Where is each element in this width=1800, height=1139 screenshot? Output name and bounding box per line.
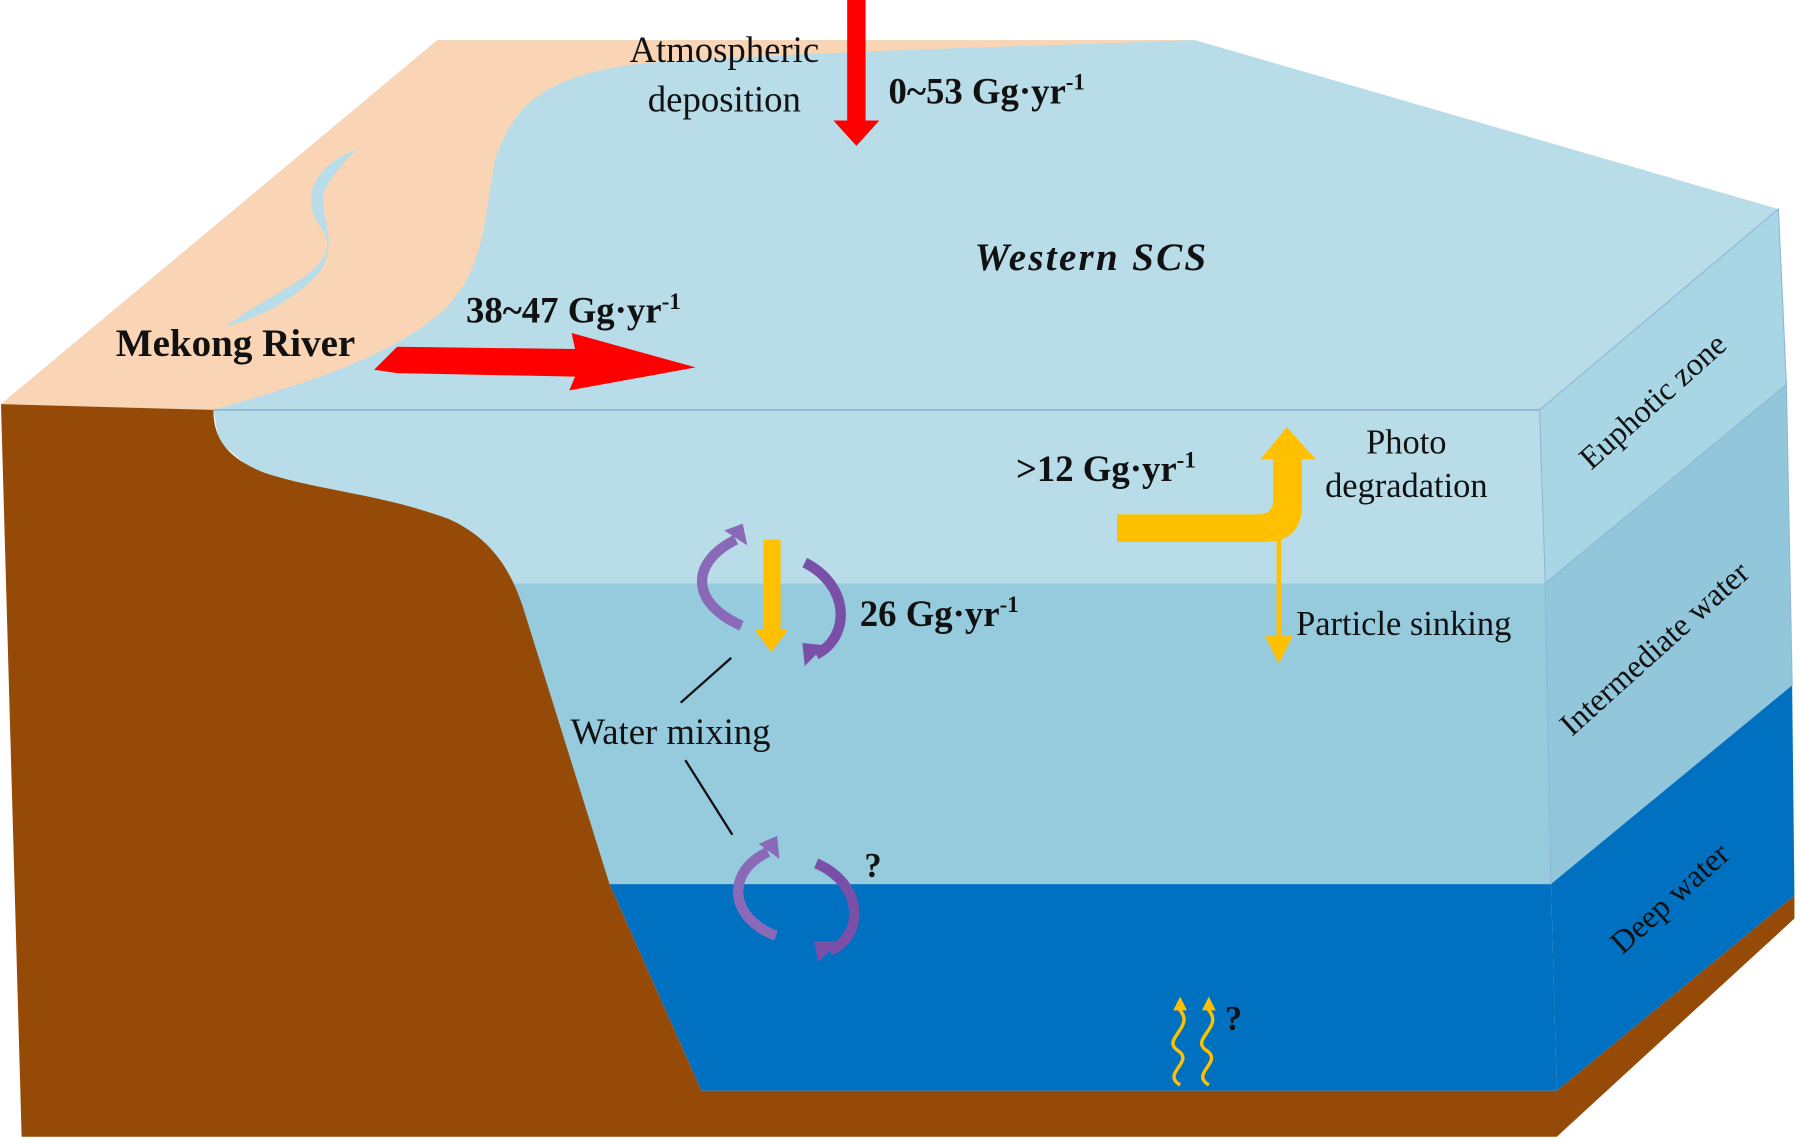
water-mixing-leader-lower (684, 759, 734, 836)
mixing-flux-down-arrow (754, 539, 789, 653)
continental-slope (0, 404, 1795, 1137)
atmospheric-label: Atmospheric (629, 29, 819, 70)
photo-label: Photo (1366, 424, 1446, 462)
river-input-arrow (374, 332, 696, 391)
mixing-flux-label: 26 Gg·yr-1 (860, 592, 1019, 634)
particle-sinking-label: Particle sinking (1296, 605, 1511, 643)
river-flux-label: 38~47 Gg·yr-1 (466, 289, 681, 331)
seafloor-upward-wavy-arrows (1171, 996, 1216, 1087)
river-channel (224, 149, 357, 328)
photodegradation-arrow (1117, 427, 1316, 542)
deep-water-side (1551, 685, 1795, 1091)
degradation-label: degradation (1325, 467, 1488, 505)
atmospheric-flux-label: 0~53 Gg·yr-1 (889, 70, 1085, 112)
mekong-river-label: Mekong River (116, 322, 355, 365)
water-mixing-leader-upper (679, 657, 732, 704)
atmospheric-deposition-arrow (833, 0, 880, 146)
deposition-label: deposition (648, 78, 801, 119)
water-mixing-label: Water mixing (570, 711, 770, 752)
seafloor-unknown-mark: ? (1225, 1000, 1242, 1038)
coastal-land (0, 40, 1196, 410)
photodegradation-flux-label: >12 Gg·yr-1 (1016, 447, 1196, 489)
upper-mixing-arrows (696, 523, 846, 666)
region-title: Western SCS (975, 236, 1209, 279)
lower-mixing-arrows (733, 835, 860, 963)
mixing-unknown-mark: ? (864, 847, 881, 885)
